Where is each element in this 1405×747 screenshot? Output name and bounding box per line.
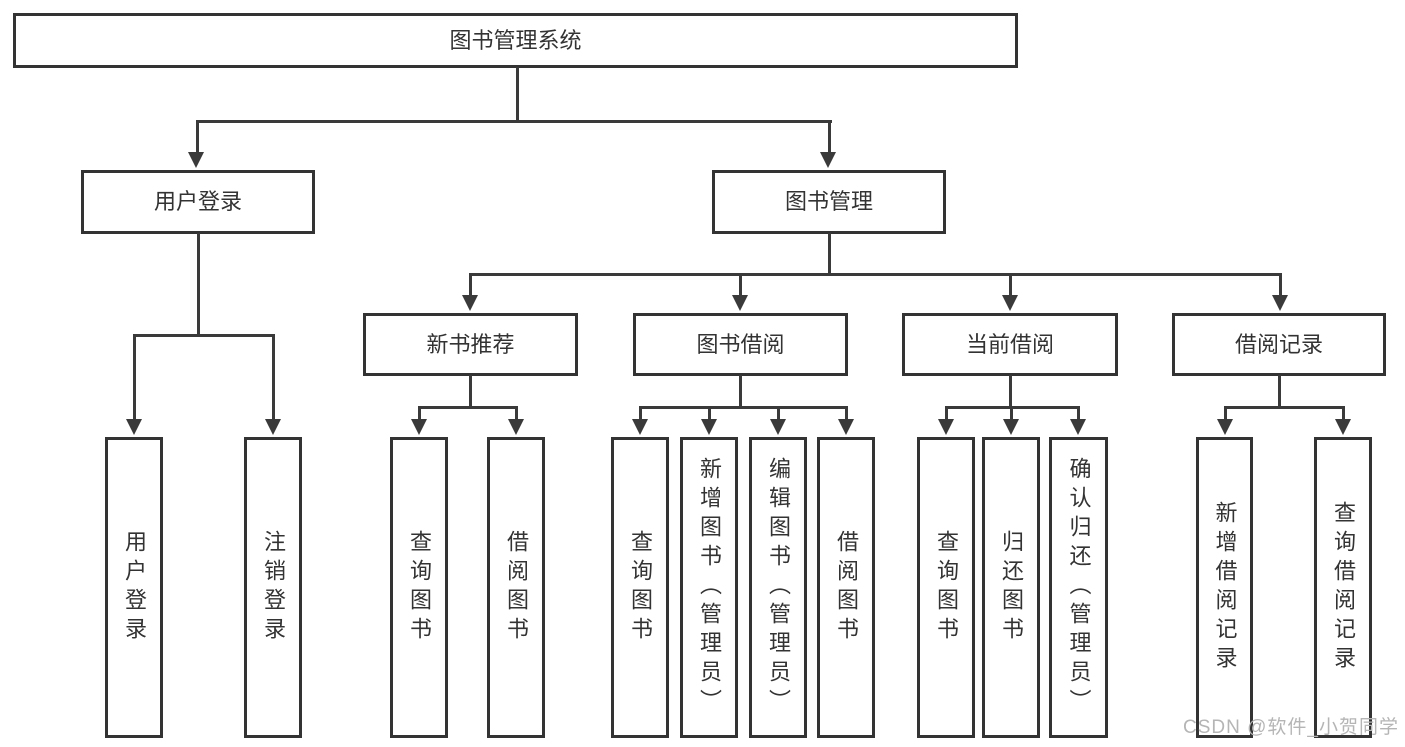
connector-borrow-record-bus (1224, 406, 1345, 409)
node-borrow-record: 借阅记录 (1172, 313, 1386, 376)
connector-borrow-record-drop-1 (1224, 406, 1227, 421)
arrow-down-icon (1217, 419, 1233, 435)
connector-book-borrow-bus (639, 406, 848, 409)
node-leaf-confirm-return-admin: 确认归还（管理员） (1049, 437, 1108, 738)
node-leaf-add-borrow-record: 新增借阅记录 (1196, 437, 1253, 738)
connector-new-book-bus (418, 406, 518, 409)
connector-current-borrow-drop-2 (1010, 406, 1013, 421)
node-user-login: 用户登录 (81, 170, 315, 234)
connector-current-borrow-drop-3 (1077, 406, 1080, 421)
arrow-down-icon (838, 419, 854, 435)
node-leaf-borrow-book-1: 借阅图书 (487, 437, 545, 738)
node-new-book-recommend: 新书推荐 (363, 313, 578, 376)
node-leaf-query-borrow-record: 查询借阅记录 (1314, 437, 1372, 738)
arrow-down-icon (1003, 419, 1019, 435)
connector-user-login-bus (133, 334, 275, 337)
node-leaf-query-book-2: 查询图书 (611, 437, 669, 738)
node-leaf-borrow-book-2: 借阅图书 (817, 437, 875, 738)
connector-root-drop-right (828, 120, 831, 154)
node-leaf-query-book-3: 查询图书 (917, 437, 975, 738)
arrow-down-icon (938, 419, 954, 435)
arrow-down-icon (1070, 419, 1086, 435)
connector-root-drop-left (196, 120, 199, 154)
connector-book-borrow-drop-1 (639, 406, 642, 421)
arrow-down-icon (508, 419, 524, 435)
connector-current-borrow-stem (1009, 375, 1012, 408)
node-leaf-user-login: 用户登录 (105, 437, 163, 738)
connector-new-book-drop-2 (515, 406, 518, 421)
arrow-down-icon (1272, 295, 1288, 311)
connector-new-book-stem (469, 375, 472, 408)
node-leaf-add-book-admin: 新增图书（管理员） (680, 437, 738, 738)
connector-book-borrow-stem (739, 375, 742, 408)
connector-book-mgmt-drop-2 (739, 273, 742, 297)
connector-user-login-drop-2 (272, 334, 275, 422)
connector-book-mgmt-drop-3 (1009, 273, 1012, 297)
connector-new-book-drop-1 (418, 406, 421, 421)
node-library-management-system: 图书管理系统 (13, 13, 1018, 68)
arrow-down-icon (126, 419, 142, 435)
arrow-down-icon (770, 419, 786, 435)
node-leaf-logout: 注销登录 (244, 437, 302, 738)
connector-book-borrow-drop-2 (708, 406, 711, 421)
connector-root-bus (197, 120, 832, 123)
node-current-borrow: 当前借阅 (902, 313, 1118, 376)
arrow-down-icon (1002, 295, 1018, 311)
connector-book-borrow-drop-4 (845, 406, 848, 421)
connector-user-login-stem (197, 233, 200, 336)
connector-book-borrow-drop-3 (777, 406, 780, 421)
arrow-down-icon (701, 419, 717, 435)
arrow-down-icon (265, 419, 281, 435)
connector-user-login-drop-1 (133, 334, 136, 422)
arrow-down-icon (820, 152, 836, 168)
connector-root-stem (516, 67, 519, 121)
connector-book-mgmt-drop-4 (1279, 273, 1282, 297)
arrow-down-icon (188, 152, 204, 168)
arrow-down-icon (1335, 419, 1351, 435)
arrow-down-icon (411, 419, 427, 435)
connector-borrow-record-stem (1278, 375, 1281, 409)
node-leaf-return-book: 归还图书 (982, 437, 1040, 738)
connector-current-borrow-drop-1 (945, 406, 948, 421)
connector-book-mgmt-drop-1 (469, 273, 472, 297)
connector-book-mgmt-bus (469, 273, 1282, 276)
watermark: CSDN @软件_小贺同学 (1183, 717, 1399, 738)
node-book-management: 图书管理 (712, 170, 946, 234)
node-book-borrow: 图书借阅 (633, 313, 848, 376)
arrow-down-icon (462, 295, 478, 311)
arrow-down-icon (632, 419, 648, 435)
node-leaf-query-book-1: 查询图书 (390, 437, 448, 738)
connector-borrow-record-drop-2 (1342, 406, 1345, 421)
arrow-down-icon (732, 295, 748, 311)
node-leaf-edit-book-admin: 编辑图书（管理员） (749, 437, 807, 738)
connector-book-mgmt-stem (828, 233, 831, 275)
